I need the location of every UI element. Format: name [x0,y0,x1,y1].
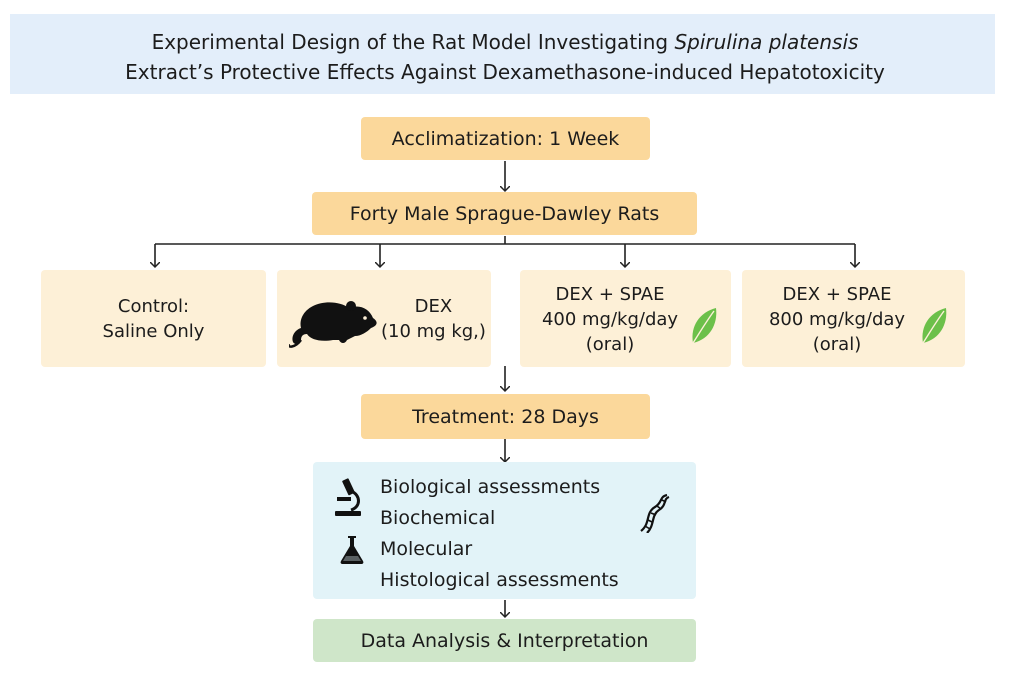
group-route: (oral) [585,334,635,355]
rat-icon [289,301,377,348]
group-dex-box: DEX (10 mg kg,) [277,270,491,367]
assessment-item: Histological assessments [380,569,619,591]
microscope-icon [335,478,361,516]
title-species: Spirulina platensis [674,30,859,54]
diagram-title-line-2: Extract’s Protective Effects Against Dex… [125,60,885,84]
group-label: Control: [117,295,190,317]
assessment-item: Biological assessments [380,476,601,498]
analysis-box: Data Analysis & Interpretation [313,619,696,662]
group-dose: 800 mg/kg/day [768,309,906,330]
dna-icon [640,493,670,533]
group-detail: Saline Only [102,320,205,342]
group-control-box: Control: Saline Only [41,270,266,367]
title-banner [10,14,995,94]
flask-icon [340,536,364,564]
leaf-icon [922,308,947,344]
group-label: DEX + SPAE [782,284,892,305]
assessment-list: Biological assessments Biochemical Molec… [380,472,619,596]
group-label: DEX [414,296,453,317]
group-spae800-box: DEX + SPAE 800 mg/kg/day (oral) [742,270,965,367]
rats-box: Forty Male Sprague-Dawley Rats [312,192,697,235]
assessment-item: Molecular [380,538,473,560]
assessment-item: Biochemical [380,507,496,529]
group-dose: 400 mg/kg/day [541,309,679,330]
assessments-box [313,462,696,599]
group-label: DEX + SPAE [555,284,665,305]
title-text: Experimental Design of the Rat Model Inv… [151,30,675,54]
group-spae400-box: DEX + SPAE 400 mg/kg/day (oral) [520,270,731,367]
diagram-title-line-1: Experimental Design of the Rat Model Inv… [0,30,1010,54]
leaf-icon [692,308,717,344]
group-route: (oral) [812,334,862,355]
acclimatization-box: Acclimatization: 1 Week [361,117,650,160]
group-detail: (10 mg kg,) [381,321,486,342]
treatment-box: Treatment: 28 Days [361,394,650,439]
